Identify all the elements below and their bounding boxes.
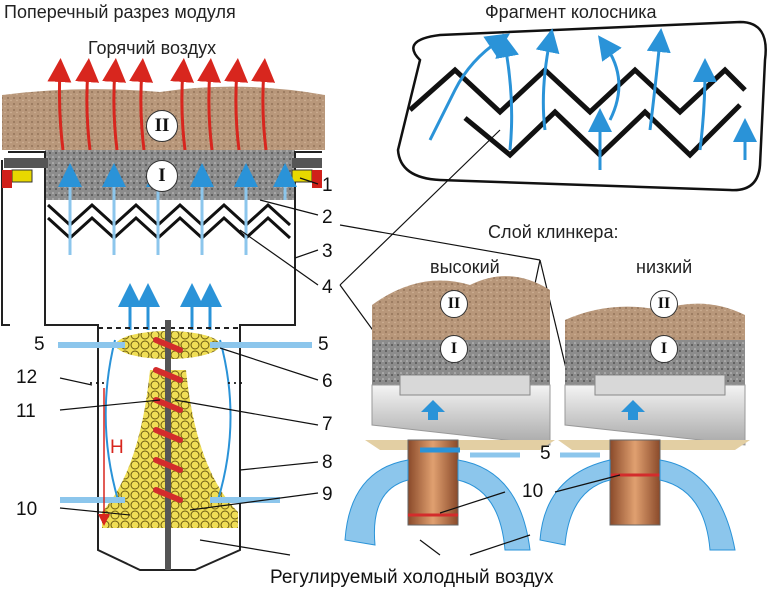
height-label: H [110, 437, 124, 458]
callout-12: 12 [16, 367, 38, 388]
module-low [539, 303, 750, 551]
layer-II-badge-high: II [440, 290, 468, 318]
hot-air-label: Горячий воздух [88, 38, 217, 58]
grate-fragment-title: Фрагмент колосника [485, 2, 657, 22]
callout-10-module: 10 [522, 481, 544, 502]
callout-5-left: 5 [34, 334, 45, 355]
clinker-layer-label: Слой клинкера: [488, 222, 619, 242]
callout-7: 7 [322, 414, 333, 435]
callout-5-right: 5 [318, 334, 329, 355]
callout-2: 2 [322, 207, 333, 228]
layer-I-badge-high: I [440, 335, 468, 363]
callout-5-module: 5 [540, 443, 551, 464]
callout-6: 6 [322, 371, 333, 392]
svg-text:···: ··· [88, 372, 106, 392]
svg-text:···: ··· [226, 372, 244, 392]
layer-II-badge-low: II [650, 290, 678, 318]
layer-I-badge: I [146, 160, 178, 192]
grate-fragment [396, 20, 767, 192]
high-label: высокий [430, 257, 500, 277]
cross-section: ··· ··· [1, 58, 325, 571]
callout-11: 11 [16, 401, 36, 422]
callout-1: 1 [322, 175, 333, 196]
layer-I-badge-low: I [650, 335, 678, 363]
layer-II-badge: II [146, 110, 178, 142]
section-title: Поперечный разрез модуля [4, 2, 236, 22]
callout-9: 9 [322, 484, 333, 505]
callout-8: 8 [322, 452, 333, 473]
callout-10: 10 [16, 499, 38, 520]
cold-air-label: Регулируемый холодный воздух [270, 567, 554, 588]
callout-3: 3 [322, 241, 333, 262]
callout-4: 4 [322, 277, 333, 298]
low-label: низкий [636, 257, 693, 277]
